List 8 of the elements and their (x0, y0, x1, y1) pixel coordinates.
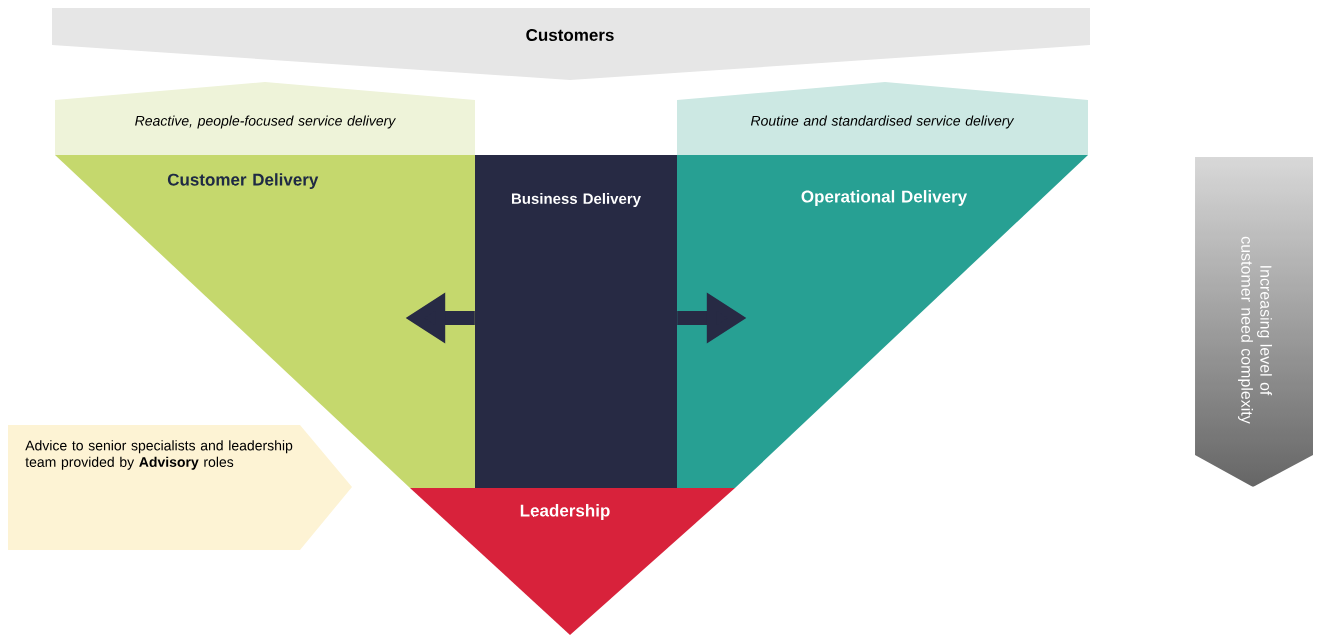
banner: Customers (52, 8, 1090, 80)
triangle: Leadership (410, 488, 735, 635)
tab-box: Routine and standardised service delivery (677, 82, 1088, 155)
triangle-section: Operational Delivery (677, 155, 1088, 488)
callout-box: Advice to senior specialists and leadership team provided by Advisory roles (8, 425, 352, 550)
column-box: Business Delivery (475, 155, 677, 488)
tab-box: Reactive, people-focused service delivery (55, 82, 475, 155)
side-arrow: Increasing level of customer need complexity (1238, 236, 1272, 424)
